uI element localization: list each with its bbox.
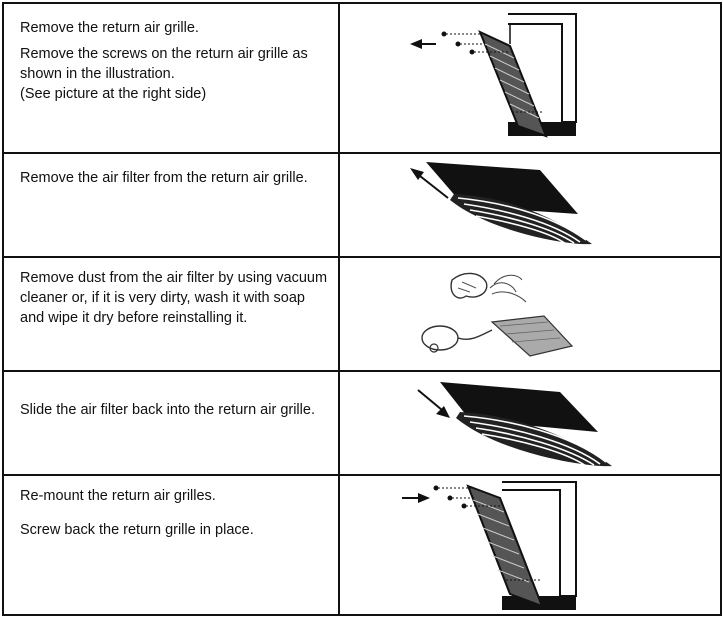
step-3-line-1: Remove dust from the air filter by using…: [20, 270, 328, 326]
steps-table: Remove the return air grille. Remove the…: [2, 2, 722, 616]
step-row-5: Re-mount the return air grilles. Screw b…: [2, 474, 722, 616]
step-illustration-cell: [338, 152, 722, 258]
grille-body-icon: [450, 194, 592, 245]
arrow-right-icon: [402, 493, 430, 503]
screws-icon: [441, 31, 510, 55]
step-text-cell: Remove the air filter from the return ai…: [2, 152, 340, 258]
step-illustration-cell: [338, 474, 722, 616]
filter-dusty-icon: [490, 315, 574, 357]
step-text-cell: Remove dust from the air filter by using…: [2, 256, 340, 372]
step-2-line-1: Remove the air filter from the return ai…: [20, 170, 308, 186]
step-1-line-1: Remove the return air grille.: [20, 20, 199, 36]
washing-icon: [450, 272, 488, 299]
arrow-left-icon: [410, 39, 436, 49]
screws-icon: [433, 485, 500, 509]
remount-grille-illustration: [402, 481, 577, 610]
step-5-line-2: Screw back the return grille in place.: [20, 522, 254, 538]
arrow-down-right-icon: [417, 389, 450, 418]
insert-filter-illustration: [417, 382, 612, 467]
arrow-up-left-icon: [410, 168, 449, 199]
step-text-cell: Re-mount the return air grilles. Screw b…: [2, 474, 340, 616]
step-5-line-1: Re-mount the return air grilles.: [20, 488, 216, 504]
return-grille-icon: [478, 30, 548, 138]
step-text-cell: Remove the return air grille. Remove the…: [2, 2, 340, 154]
step-4-line-1: Slide the air filter back into the retur…: [20, 402, 315, 418]
return-grille-icon: [466, 484, 544, 608]
step-row-3: Remove dust from the air filter by using…: [2, 256, 722, 372]
remove-grille-illustration: [410, 13, 577, 138]
step-text-cell: Slide the air filter back into the retur…: [2, 370, 340, 476]
step-row-1: Remove the return air grille. Remove the…: [2, 2, 722, 154]
remove-filter-illustration: [410, 162, 592, 245]
step-row-2: Remove the air filter from the return ai…: [2, 152, 722, 258]
step-illustration-cell: [338, 2, 722, 154]
step-illustration-cell: [338, 370, 722, 476]
clean-filter-illustration: [421, 272, 574, 357]
vacuum-cleaner-icon: [421, 325, 459, 351]
step-illustration-cell: [338, 256, 722, 372]
step-row-4: Slide the air filter back into the retur…: [2, 370, 722, 476]
step-1-line-2: Remove the screws on the return air gril…: [20, 46, 308, 102]
